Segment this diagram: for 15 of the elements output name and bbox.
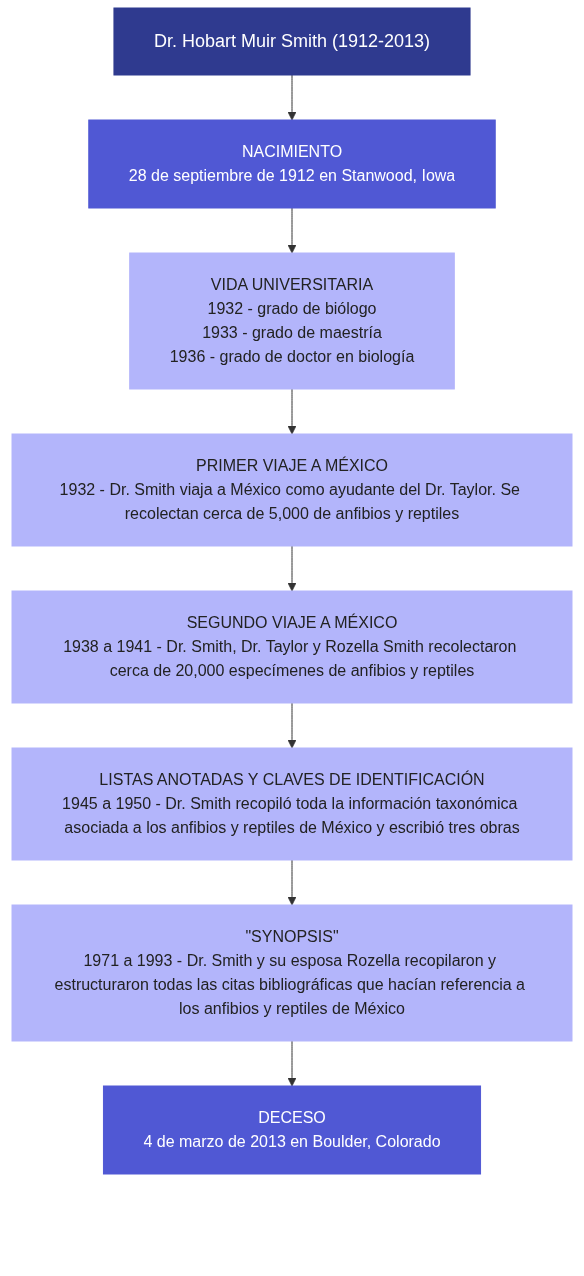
node-box: NACIMIENTO 28 de septiembre de 1912 en Stanwood, Iowa bbox=[88, 119, 496, 209]
arrow bbox=[287, 207, 297, 254]
arrow bbox=[287, 388, 297, 435]
node-box: "SYNOPSIS" 1971 a 1993 - Dr. Smith y su esposa Rozella recopilaron y estructuraron todas las citas bibliográficas que hacían referencia a los anfibios y reptiles de México bbox=[11, 904, 573, 1042]
arrow bbox=[287, 702, 297, 749]
arrow bbox=[287, 74, 297, 121]
node-box: VIDA UNIVERSITARIA 1932 - grado de biólogo 1933 - grado de maestría 1936 - grado de doctor en biología bbox=[129, 252, 455, 390]
arrow bbox=[287, 1040, 297, 1087]
arrow bbox=[287, 859, 297, 906]
node-box: PRIMER VIAJE A MÉXICO 1932 - Dr. Smith viaja a México como ayudante del Dr. Taylor. Se recolectan cerca de 5,000 de anfibios y reptiles bbox=[11, 433, 573, 547]
node-box: SEGUNDO VIAJE A MÉXICO 1938 a 1941 - Dr. Smith, Dr. Taylor y Rozella Smith recolectaron cerca de 20,000 especímenes de anfibios y reptiles bbox=[11, 590, 573, 704]
node-box: DECESO 4 de marzo de 2013 en Boulder, Colorado bbox=[102, 1085, 482, 1175]
node-box: Dr. Hobart Muir Smith (1912-2013) bbox=[113, 7, 471, 76]
node-box: LISTAS ANOTADAS Y CLAVES DE IDENTIFICACIÓN 1945 a 1950 - Dr. Smith recopiló toda la información taxonómica asociada a los anfibios y reptiles de México y escribió tres obras bbox=[11, 747, 573, 861]
arrow bbox=[287, 545, 297, 592]
